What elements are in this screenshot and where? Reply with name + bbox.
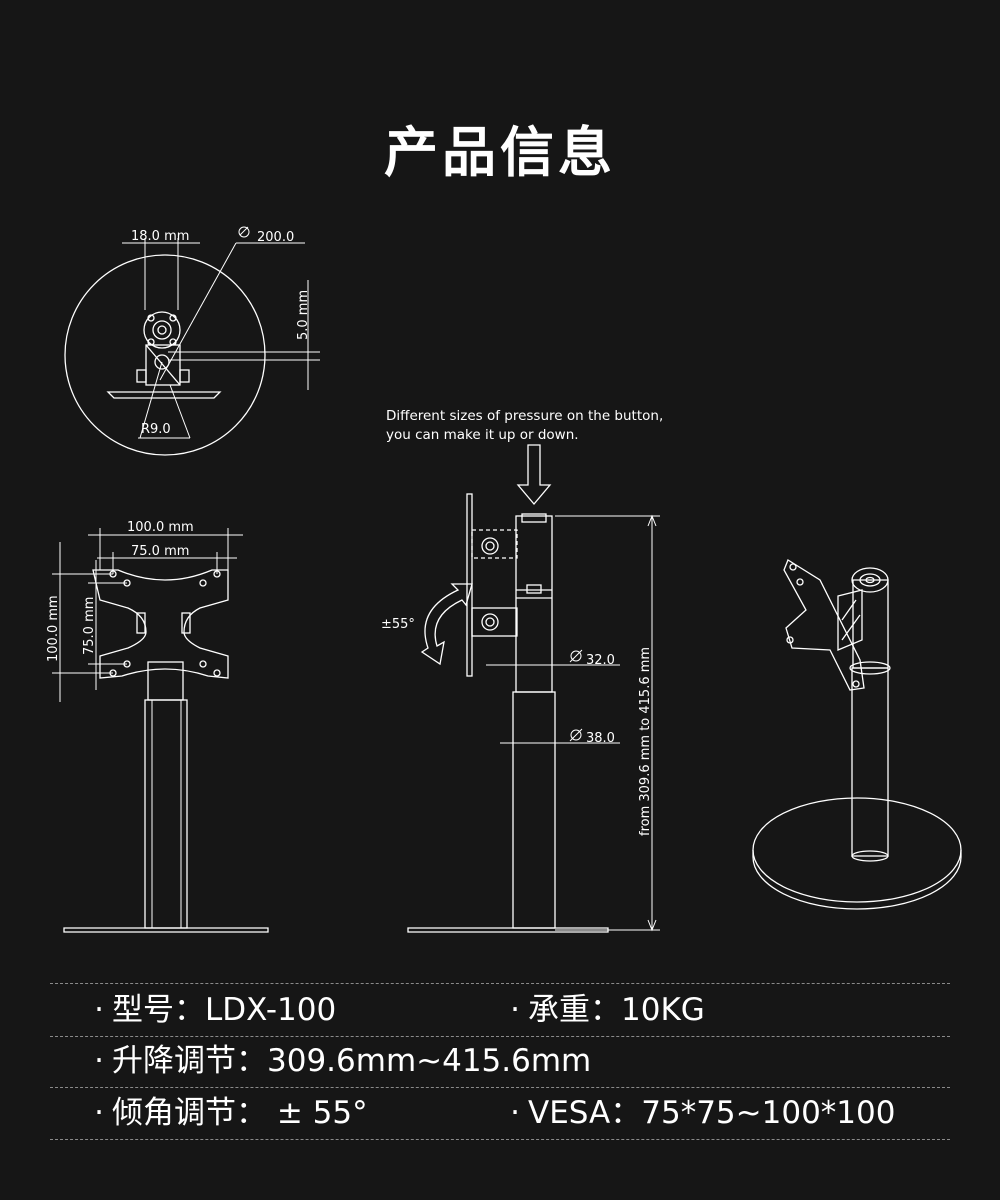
side-view: [407, 444, 660, 933]
spec-row: ·倾角调节： ± 55° ·VESA：75*75~100*100: [50, 1087, 950, 1140]
spec-load: 承重：10KG: [528, 992, 705, 1028]
dim-offset: 5.0 mm: [296, 290, 311, 340]
dim-diameter: 200.0: [257, 230, 294, 245]
instruction-line-2: you can make it up or down.: [386, 427, 579, 443]
spec-tilt: 倾角调节： ± 55°: [112, 1095, 368, 1131]
spec-row: ·型号：LDX-100 ·承重：10KG: [50, 983, 950, 1037]
dim-vesa-outer-h: 100.0 mm: [46, 595, 61, 662]
tilt-arrow: [420, 583, 473, 666]
base-circle: [64, 254, 266, 456]
front-base: [63, 927, 269, 933]
dim-height-range: from 309.6 mm to 415.6 mm: [638, 647, 653, 836]
front-view: [52, 528, 269, 933]
top-view: [64, 226, 320, 456]
instruction-line-1: Different sizes of pressure on the butto…: [386, 408, 663, 424]
push-arrow: [516, 444, 552, 506]
dim-tube-small: 32.0: [586, 653, 615, 668]
vesa-plate: [92, 569, 229, 679]
column-top: [143, 311, 181, 349]
dim-radius: R9.0: [141, 422, 171, 437]
dim-vesa-inner-w: 75.0 mm: [131, 544, 189, 559]
dim-tube-large: 38.0: [586, 731, 615, 746]
side-base: [407, 927, 609, 933]
side-column: [512, 691, 556, 929]
dim-tilt: ±55°: [381, 617, 415, 632]
page-title: 产品信息: [384, 121, 616, 184]
technical-drawing: 18.0 mm 200.0 5.0 mm R9.0: [46, 226, 962, 933]
iso-base: [752, 797, 962, 903]
spec-row: ·升降调节：309.6mm~415.6mm: [50, 1035, 950, 1088]
iso-column: [851, 667, 889, 857]
dim-top-width: 18.0 mm: [131, 229, 189, 244]
iso-plate: [783, 559, 865, 691]
spec-model: 型号：LDX-100: [112, 992, 337, 1028]
spec-height: 升降调节：309.6mm~415.6mm: [112, 1043, 592, 1079]
dim-vesa-outer-w: 100.0 mm: [127, 520, 194, 535]
spec-vesa: VESA：75*75~100*100: [528, 1095, 896, 1131]
dim-vesa-inner-h: 75.0 mm: [82, 597, 97, 655]
isometric-view: [752, 559, 962, 910]
